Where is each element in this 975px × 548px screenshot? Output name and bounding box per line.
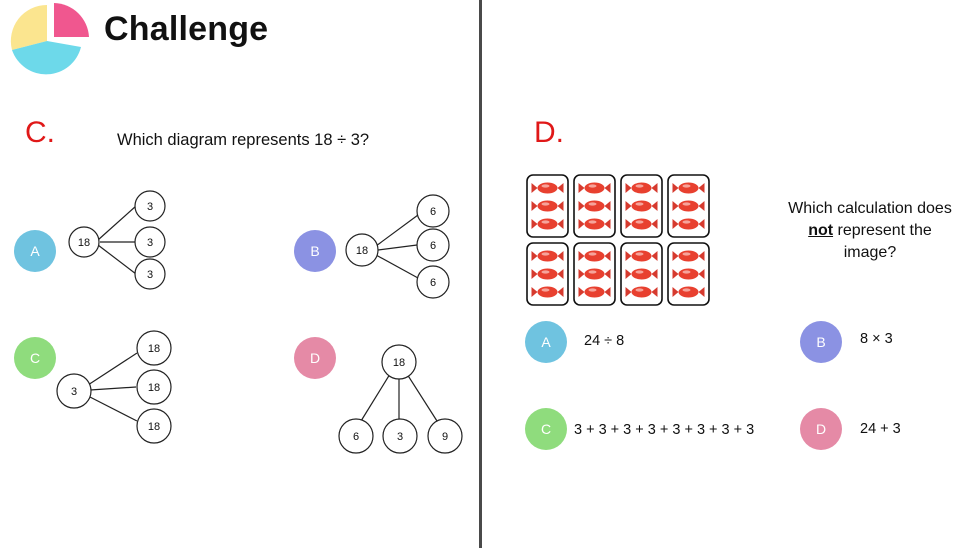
calculation-b: 8 × 3 xyxy=(860,331,893,347)
diagram-node: 3 xyxy=(147,269,153,281)
diagram-node: 18 xyxy=(148,421,160,433)
diagram-a: 18 3 3 3 xyxy=(68,190,166,290)
option-label: D xyxy=(815,421,827,437)
diagram-node: 6 xyxy=(430,277,436,289)
diagram-node: 18 xyxy=(148,343,160,355)
diagram-node: 18 xyxy=(393,357,405,369)
option-label: A xyxy=(30,243,40,259)
diagram-node: 18 xyxy=(356,245,368,257)
divider xyxy=(479,0,482,548)
diagram-d: 18 6 3 9 xyxy=(338,344,463,454)
option-c-b-button[interactable]: B xyxy=(294,230,336,272)
question-d-line1: Which calculation does xyxy=(788,200,952,217)
option-c-d-button[interactable]: D xyxy=(294,337,336,379)
question-c-letter: C. xyxy=(25,116,55,149)
diagram-node: 3 xyxy=(147,237,153,249)
challenge-logo-icon xyxy=(10,3,89,75)
option-label: A xyxy=(541,334,551,350)
option-label: C xyxy=(29,350,41,366)
question-c-text: Which diagram represents 18 ÷ 3? xyxy=(117,131,370,149)
sweets-image xyxy=(526,174,710,306)
question-d-text: Which calculation does not represent the… xyxy=(778,198,962,264)
option-d-c-button[interactable]: C xyxy=(525,408,567,450)
diagram-node: 6 xyxy=(430,240,436,252)
diagram-c: 3 18 18 18 xyxy=(56,330,172,444)
diagram-node: 6 xyxy=(430,206,436,218)
diagram-node: 18 xyxy=(148,382,160,394)
diagram-node: 3 xyxy=(71,386,77,398)
diagram-node: 6 xyxy=(353,431,359,443)
page-title: Challenge xyxy=(104,10,269,48)
option-c-c-button[interactable]: C xyxy=(14,337,56,379)
option-c-a-button[interactable]: A xyxy=(14,230,56,272)
question-d-letter: D. xyxy=(534,116,564,149)
diagram-b: 18 6 6 6 xyxy=(345,194,450,299)
option-d-b-button[interactable]: B xyxy=(800,321,842,363)
question-d-emphasis: not xyxy=(808,222,834,239)
option-label: D xyxy=(309,350,321,366)
calculation-d: 24 + 3 xyxy=(860,421,901,437)
diagram-node: 3 xyxy=(147,201,153,213)
option-d-a-button[interactable]: A xyxy=(525,321,567,363)
question-d-line3: image? xyxy=(843,244,897,261)
option-label: C xyxy=(540,421,552,437)
diagram-node: 18 xyxy=(78,237,90,249)
question-d-line2: represent the xyxy=(833,222,932,239)
calculation-c: 3 + 3 + 3 + 3 + 3 + 3 + 3 + 3 xyxy=(574,422,755,438)
option-d-d-button[interactable]: D xyxy=(800,408,842,450)
option-label: B xyxy=(816,334,826,350)
calculation-a: 24 ÷ 8 xyxy=(584,333,625,349)
option-label: B xyxy=(310,243,320,259)
diagram-node: 3 xyxy=(397,431,403,443)
diagram-node: 9 xyxy=(442,431,448,443)
